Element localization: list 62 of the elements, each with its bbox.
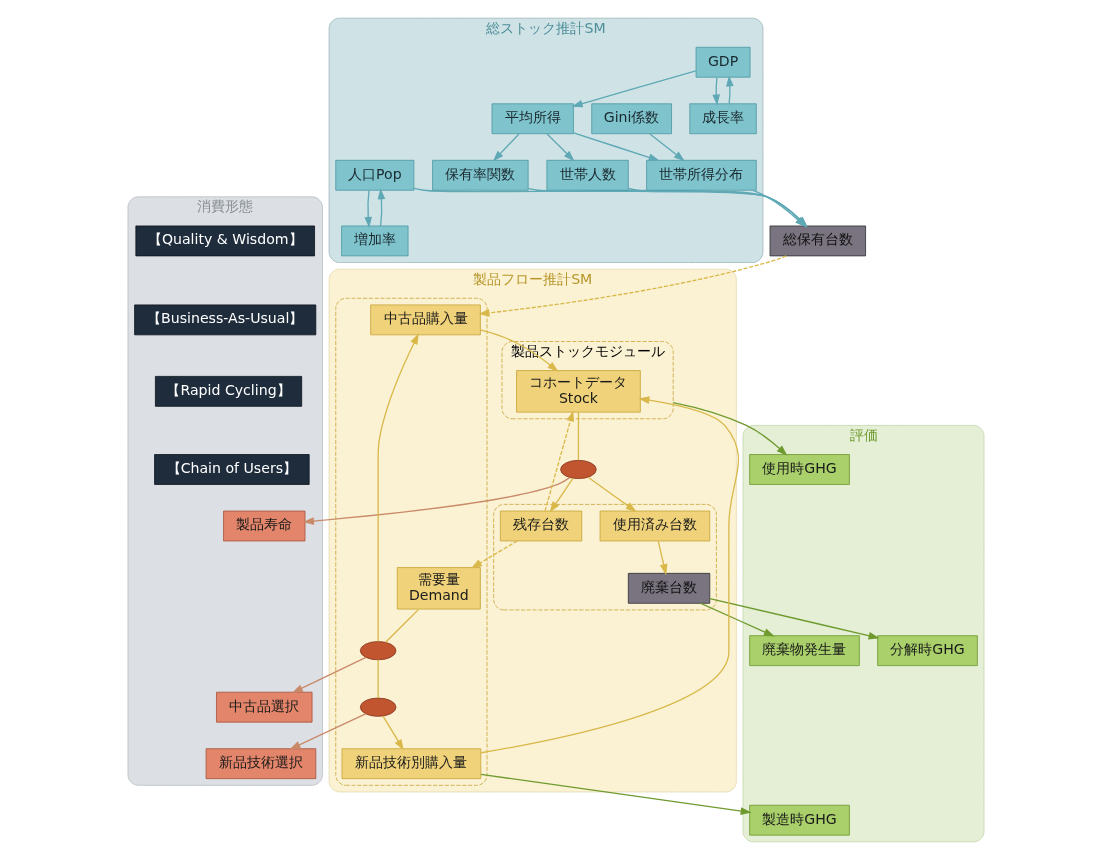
node-box: 世帯人数	[546, 159, 629, 191]
arrow	[291, 656, 367, 693]
arrow	[544, 410, 575, 512]
arrow	[377, 333, 419, 643]
node-box: 新品技術別購入量	[341, 748, 482, 780]
node-ellipse	[359, 641, 397, 661]
arrow	[377, 188, 386, 227]
node-box: 【Chain of Users】	[154, 454, 310, 485]
arrow	[700, 602, 775, 637]
arrow	[657, 540, 668, 576]
node-box: 平均所得	[491, 103, 574, 135]
node-box: 廃棄物発生量	[749, 635, 860, 667]
node-box: 成長率	[689, 103, 757, 135]
node-box: 分解時GHG	[877, 635, 978, 667]
node-box: 【Rapid Cycling】	[155, 375, 303, 407]
node-box: 【Quality & Wisdom】	[135, 225, 315, 257]
connector	[385, 608, 420, 643]
arrow	[752, 189, 806, 228]
arrow	[649, 133, 685, 162]
node-box: 中古品選択	[216, 691, 313, 723]
arrow	[480, 773, 752, 815]
node-ellipse	[560, 459, 597, 480]
node-box: 使用済み台数	[599, 510, 711, 542]
node-box: 増加率	[341, 225, 409, 257]
node-ellipse	[359, 697, 397, 717]
arrow	[709, 597, 880, 640]
arrow	[382, 715, 404, 751]
arrow	[480, 396, 740, 754]
node-box: 新品技術選択	[205, 748, 317, 780]
node-box: 製品寿命	[223, 510, 306, 542]
arrow	[571, 70, 697, 108]
node-box: 世帯所得分布	[646, 159, 757, 191]
node-box: 【Business-As-Usual】	[134, 304, 317, 336]
arrow	[492, 133, 520, 162]
arrow	[572, 132, 660, 162]
node-box: 需要量 Demand	[396, 567, 481, 610]
node-box: 使用時GHG	[749, 454, 850, 485]
arrow	[587, 476, 637, 513]
node-box: 中古品購入量	[370, 304, 481, 336]
node-box: Gini係数	[591, 103, 672, 135]
node-box: 総保有台数	[769, 225, 866, 257]
arrow	[470, 540, 518, 569]
connector	[577, 411, 580, 461]
arrow	[289, 713, 367, 750]
node-box: 人口Pop	[335, 159, 415, 191]
arrow	[364, 189, 372, 228]
node-box: 廃棄台数	[627, 572, 711, 604]
arrow	[672, 401, 788, 456]
node-box: 製造時GHG	[749, 804, 850, 836]
node-box: 残存台数	[499, 510, 583, 542]
arrow	[549, 477, 574, 513]
node-box: 保有率関数	[432, 159, 529, 191]
arrow	[478, 255, 787, 317]
arrow	[303, 476, 571, 525]
arrow	[413, 187, 808, 228]
node-box: GDP	[695, 46, 751, 78]
arrow	[546, 133, 575, 162]
arrow	[527, 188, 808, 228]
node-box: コホートデータ Stock	[516, 370, 641, 413]
connector	[377, 659, 379, 699]
arrow	[479, 329, 559, 372]
arrow	[627, 187, 808, 228]
